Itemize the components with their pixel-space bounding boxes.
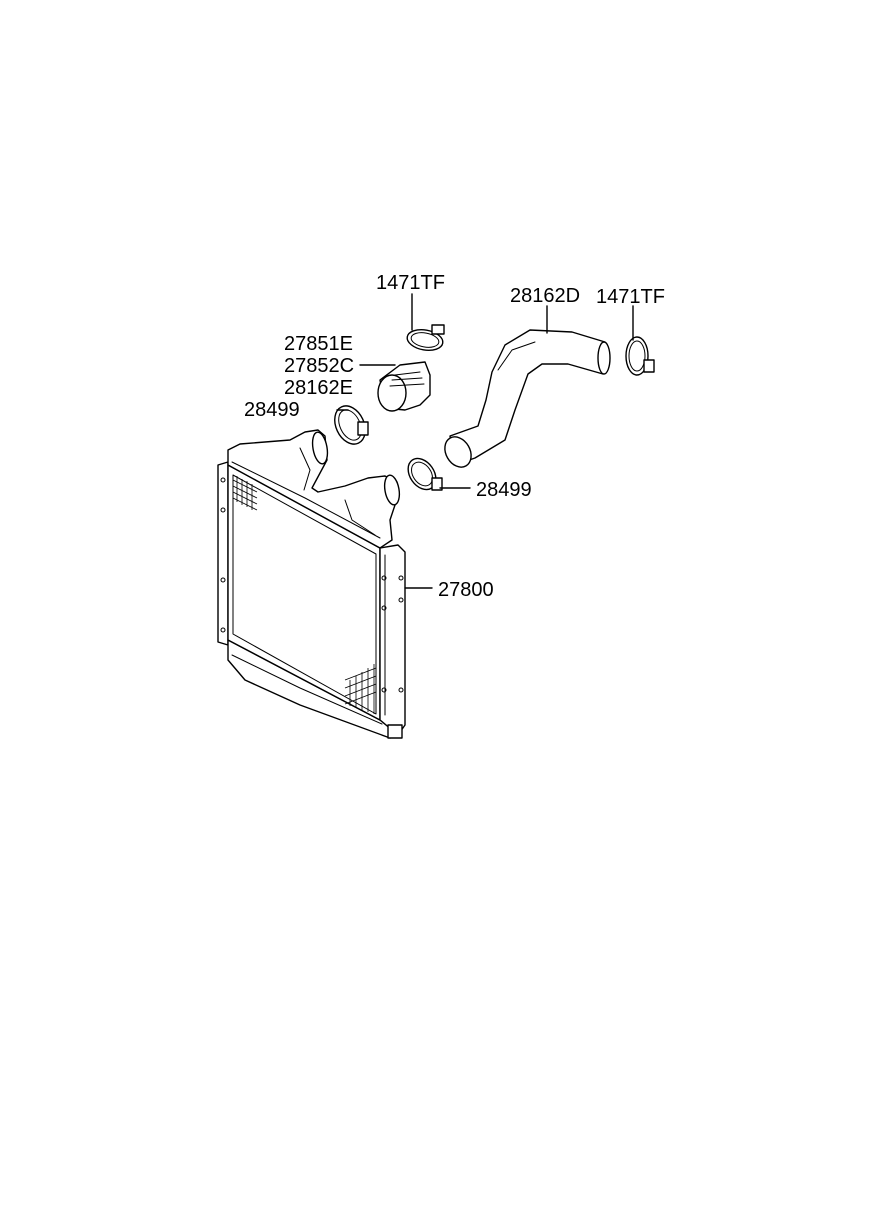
core-fin-hatch-top xyxy=(232,476,258,511)
hose-28162D xyxy=(444,329,611,468)
clamp-mid-28499 xyxy=(407,457,443,491)
label-27800: 27800 xyxy=(438,579,494,601)
label-28499-left: 28499 xyxy=(244,399,300,421)
label-1471TF-top: 1471TF xyxy=(376,272,445,294)
label-27852C: 27852C xyxy=(284,355,354,377)
label-28499-mid: 28499 xyxy=(476,479,532,501)
label-28162E: 28162E xyxy=(284,377,353,399)
clamp-left-28499 xyxy=(334,405,369,445)
clamp-right-1471TF xyxy=(625,336,655,376)
hose-short-27852C xyxy=(377,361,431,412)
leader-lines xyxy=(336,293,634,589)
label-27851E: 27851E xyxy=(284,333,353,355)
clamp-top-1471TF xyxy=(406,324,445,352)
label-1471TF-right: 1471TF xyxy=(596,286,665,308)
core-fin-hatch-bottom xyxy=(344,664,377,714)
label-28162D: 28162D xyxy=(510,285,580,307)
intercooler-27800 xyxy=(217,429,406,739)
